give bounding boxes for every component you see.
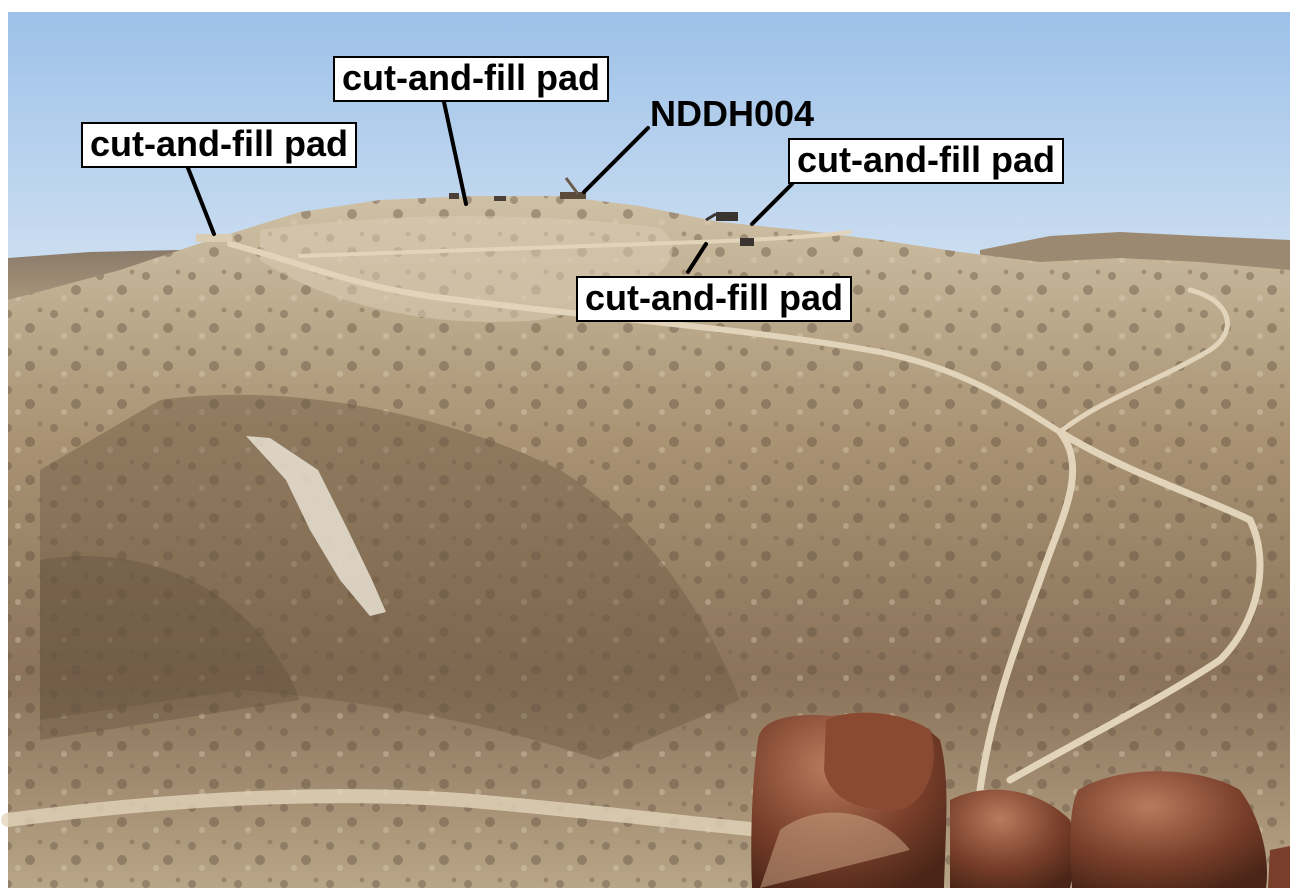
pale-scar	[246, 436, 386, 616]
excavator-icon	[705, 212, 738, 222]
leader-line-5	[686, 242, 708, 274]
pad-left	[196, 234, 232, 242]
label-nddh004: NDDH004	[650, 93, 815, 134]
label-cut-and-fill-pad-4: cut-and-fill pad	[576, 276, 852, 322]
access-tracks	[1, 230, 1264, 837]
leader-line-1	[186, 166, 216, 236]
label-cut-and-fill-pad-2: cut-and-fill pad	[333, 56, 609, 102]
leader-line-2	[442, 100, 468, 206]
leader-line-3	[582, 126, 650, 194]
leader-line-4	[750, 182, 794, 226]
vehicle-2	[740, 238, 754, 246]
leader-lines	[186, 100, 794, 274]
vehicle	[449, 193, 459, 199]
label-cut-and-fill-pad-1: cut-and-fill pad	[81, 122, 357, 168]
foreground-boulders	[751, 712, 1290, 888]
drill-mast	[564, 177, 580, 195]
label-cut-and-fill-pad-3: cut-and-fill pad	[788, 138, 1064, 184]
drill-rig-base	[560, 192, 586, 199]
dark-gully	[40, 394, 740, 760]
